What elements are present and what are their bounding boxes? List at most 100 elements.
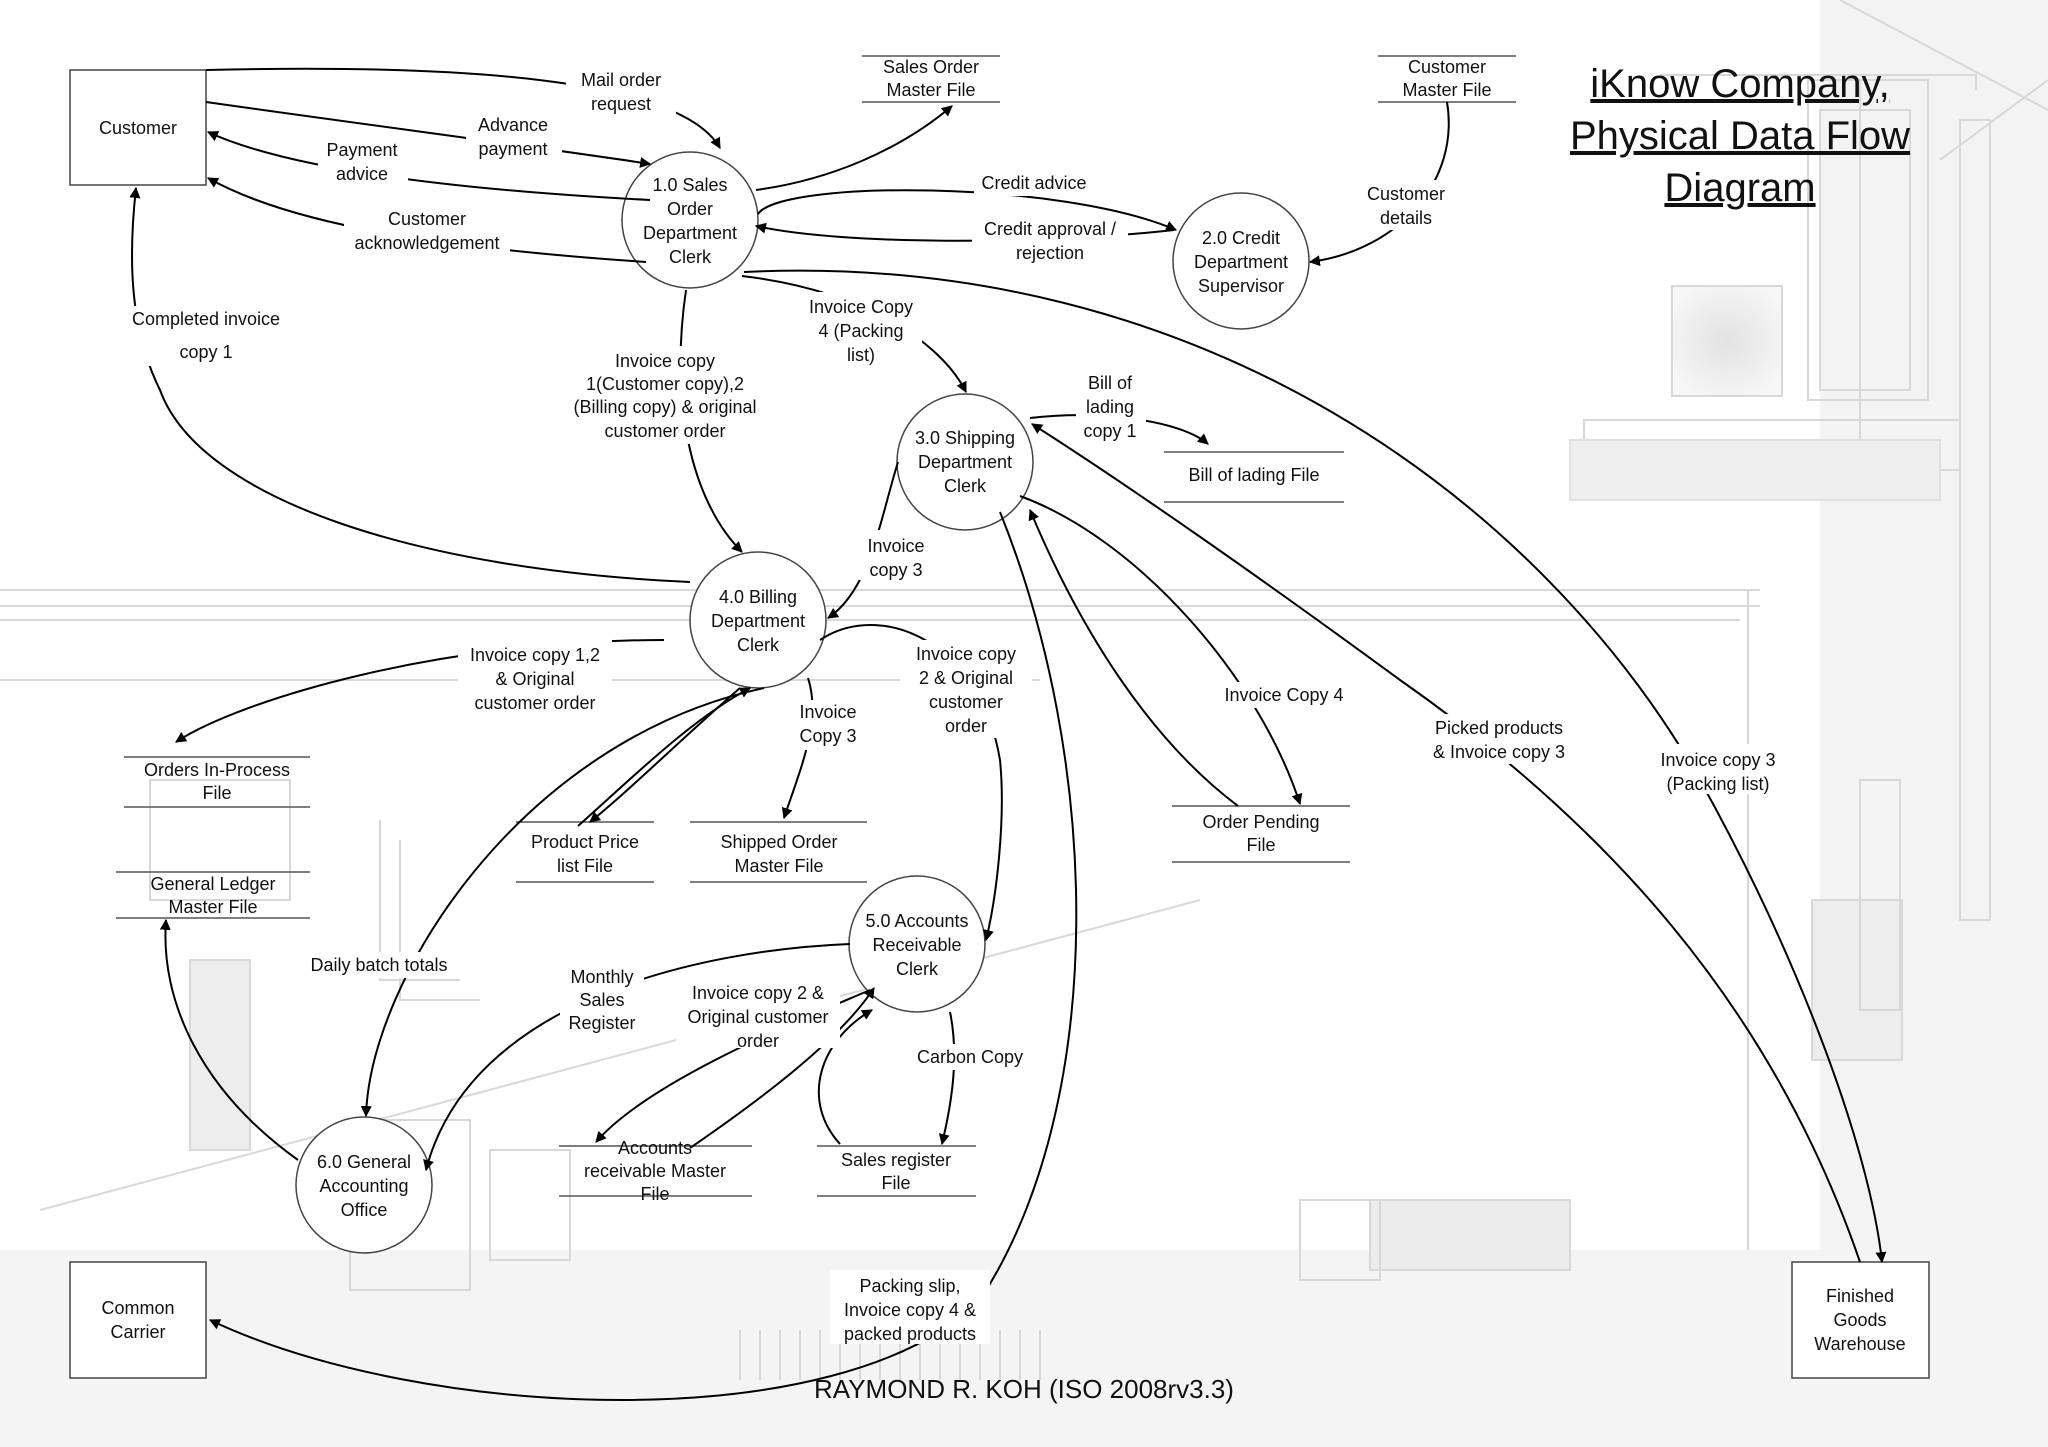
label-payment-advice: Payment advice [318,136,408,186]
entity-fgw-label-2: Goods [1833,1310,1886,1330]
process-5-accounts-receivable[interactable]: 5.0 Accounts Receivable Clerk [848,875,986,1013]
p4-line-3: Clerk [737,635,780,655]
p6-line-1: 6.0 General [317,1152,411,1172]
arrow-invoice-copy4-pending [1019,495,1303,806]
title-line-1: iKnow Company, [1590,62,1889,106]
process-2-credit[interactable]: 2.0 Credit Department Supervisor [1172,192,1310,330]
label-bol-flow-2: lading [1086,397,1134,417]
p2-line-3: Supervisor [1198,276,1284,296]
label-ic3b-1: Invoice [799,702,856,722]
label-ic123-3: (Billing copy) & original [573,397,756,417]
label-ic4p-1: Invoice Copy [809,297,913,317]
p5-line-1: 5.0 Accounts [865,911,968,931]
entity-finished-goods-warehouse[interactable]: Finished Goods Warehouse [1791,1261,1930,1379]
p6-line-2: Accounting [319,1176,408,1196]
p5-line-3: Clerk [896,959,939,979]
entity-common-carrier[interactable]: Common Carrier [69,1261,207,1379]
label-customer-ack: Customer acknowledgement [344,206,510,256]
store-customer-master[interactable]: Customer Master File [1378,55,1516,103]
label-advance-payment-2: payment [478,139,547,159]
arrow-completed-invoice [129,186,691,583]
label-ic12-3: customer order [474,693,595,713]
store-product-price-list[interactable]: Product Price list File [516,821,654,883]
label-mail-order: Mail order request [566,66,676,116]
label-ic4p-3: list) [847,345,875,365]
label-customer-ack-1: Customer [388,209,466,229]
label-monthly-3: Register [568,1013,635,1033]
label-carbon-1: Carbon Copy [917,1047,1023,1067]
label-invoice-copy3-a: Invoice copy 3 [856,530,936,580]
entity-common-carrier-label-2: Carrier [110,1322,165,1342]
label-credit-advice-1: Credit advice [981,173,1086,193]
label-invoice-copy3-packing: Invoice copy 3 (Packing list) [1648,744,1788,794]
flow-labels: Mail order request Advance payment Payme… [124,66,1788,1344]
store-sales-register[interactable]: Sales register File [817,1145,976,1197]
store-ppl-line-1: Product Price [531,832,639,852]
arrow-order-pending-to-shipping [1028,508,1239,807]
label-bol-flow-3: copy 1 [1083,421,1136,441]
label-ic3p-1: Invoice copy 3 [1660,750,1775,770]
p3-line-3: Clerk [944,476,987,496]
arrow-mail-order [205,67,721,149]
label-picked-products: Picked products & Invoice copy 3 [1420,714,1578,764]
process-6-general-accounting[interactable]: 6.0 General Accounting Office [295,1116,433,1254]
arrow-to-finished-goods [743,269,1887,1264]
label-invoice-copy4-packing: Invoice Copy 4 (Packing list) [800,292,922,366]
store-sr-line-1: Sales register [841,1150,951,1170]
label-invoice-copy2-ar: Invoice copy 2 & Original customer order [676,974,840,1051]
store-arm-line-1: Accounts [618,1138,692,1158]
footer-credit: RAYMOND R. KOH (ISO 2008rv3.3) [814,1374,1234,1404]
label-advance-payment-1: Advance [478,115,548,135]
process-4-billing[interactable]: 4.0 Billing Department Clerk [689,551,827,689]
arrow-picked-products [1031,423,1861,1263]
label-daily-batch: Daily batch totals [298,952,460,978]
label-ic3b-2: Copy 3 [799,726,856,746]
arrow-gl-from-accounting [159,918,299,1161]
store-accounts-receivable-master[interactable]: Accounts receivable Master File [559,1138,752,1204]
entity-customer[interactable]: Customer [69,69,207,186]
p2-line-2: Department [1194,252,1288,272]
process-3-shipping[interactable]: 3.0 Shipping Department Clerk [896,393,1034,531]
label-ic123-4: customer order [604,421,725,441]
store-ppl-line-2: list File [557,856,613,876]
label-bill-of-lading-flow: Bill of lading copy 1 [1076,368,1146,442]
label-ic123-1: Invoice copy [615,351,715,371]
store-orders-in-process[interactable]: Orders In-Process File [124,756,310,808]
store-bill-of-lading[interactable]: Bill of lading File [1164,451,1344,503]
p2-line-1: 2.0 Credit [1202,228,1280,248]
diagram-title: iKnow Company, Physical Data Flow Diagra… [1570,62,1910,210]
label-packing-slip: Packing slip, Invoice copy 4 & packed pr… [830,1270,990,1344]
label-ic2o-2: 2 & Original [919,668,1013,688]
label-customer-details-1: Customer [1367,184,1445,204]
arrow-sales-register-to-ar [817,1009,873,1145]
arrow-to-sales-order-master [755,105,953,191]
label-completed-invoice-2: copy 1 [179,342,232,362]
title-line-3: Diagram [1664,166,1815,210]
store-cm-line-1: Customer [1408,57,1486,77]
label-ic12-1: Invoice copy 1,2 [470,645,600,665]
label-customer-details: Customer details [1358,180,1454,230]
store-gl-line-2: Master File [168,897,257,917]
label-packing-1: Packing slip, [859,1276,960,1296]
store-order-pending[interactable]: Order Pending File [1172,805,1350,863]
label-customer-details-2: details [1380,208,1432,228]
store-sales-order-master[interactable]: Sales Order Master File [862,55,1000,103]
label-picked-1: Picked products [1435,718,1563,738]
label-ic4p-2: 4 (Packing [818,321,903,341]
entity-fgw-label-1: Finished [1826,1286,1894,1306]
store-general-ledger[interactable]: General Ledger Master File [116,871,310,919]
label-mail-order-1: Mail order [581,70,661,90]
entity-customer-label: Customer [99,118,177,138]
process-1-sales-order[interactable]: 1.0 Sales Order Department Clerk [621,151,759,289]
label-invoice-copy3-b: Invoice Copy 3 [790,700,866,750]
arrow-product-price-to-billing [577,687,751,827]
label-ic3p-2: (Packing list) [1666,774,1769,794]
store-shipped-order-master[interactable]: Shipped Order Master File [690,821,867,883]
store-bol-line-1: Bill of lading File [1188,465,1319,485]
store-shm-line-1: Shipped Order [720,832,837,852]
p5-line-2: Receivable [872,935,961,955]
store-som-line-1: Sales Order [883,57,979,77]
label-credit-approval-1: Credit approval / [984,219,1116,239]
p4-line-2: Department [711,611,805,631]
